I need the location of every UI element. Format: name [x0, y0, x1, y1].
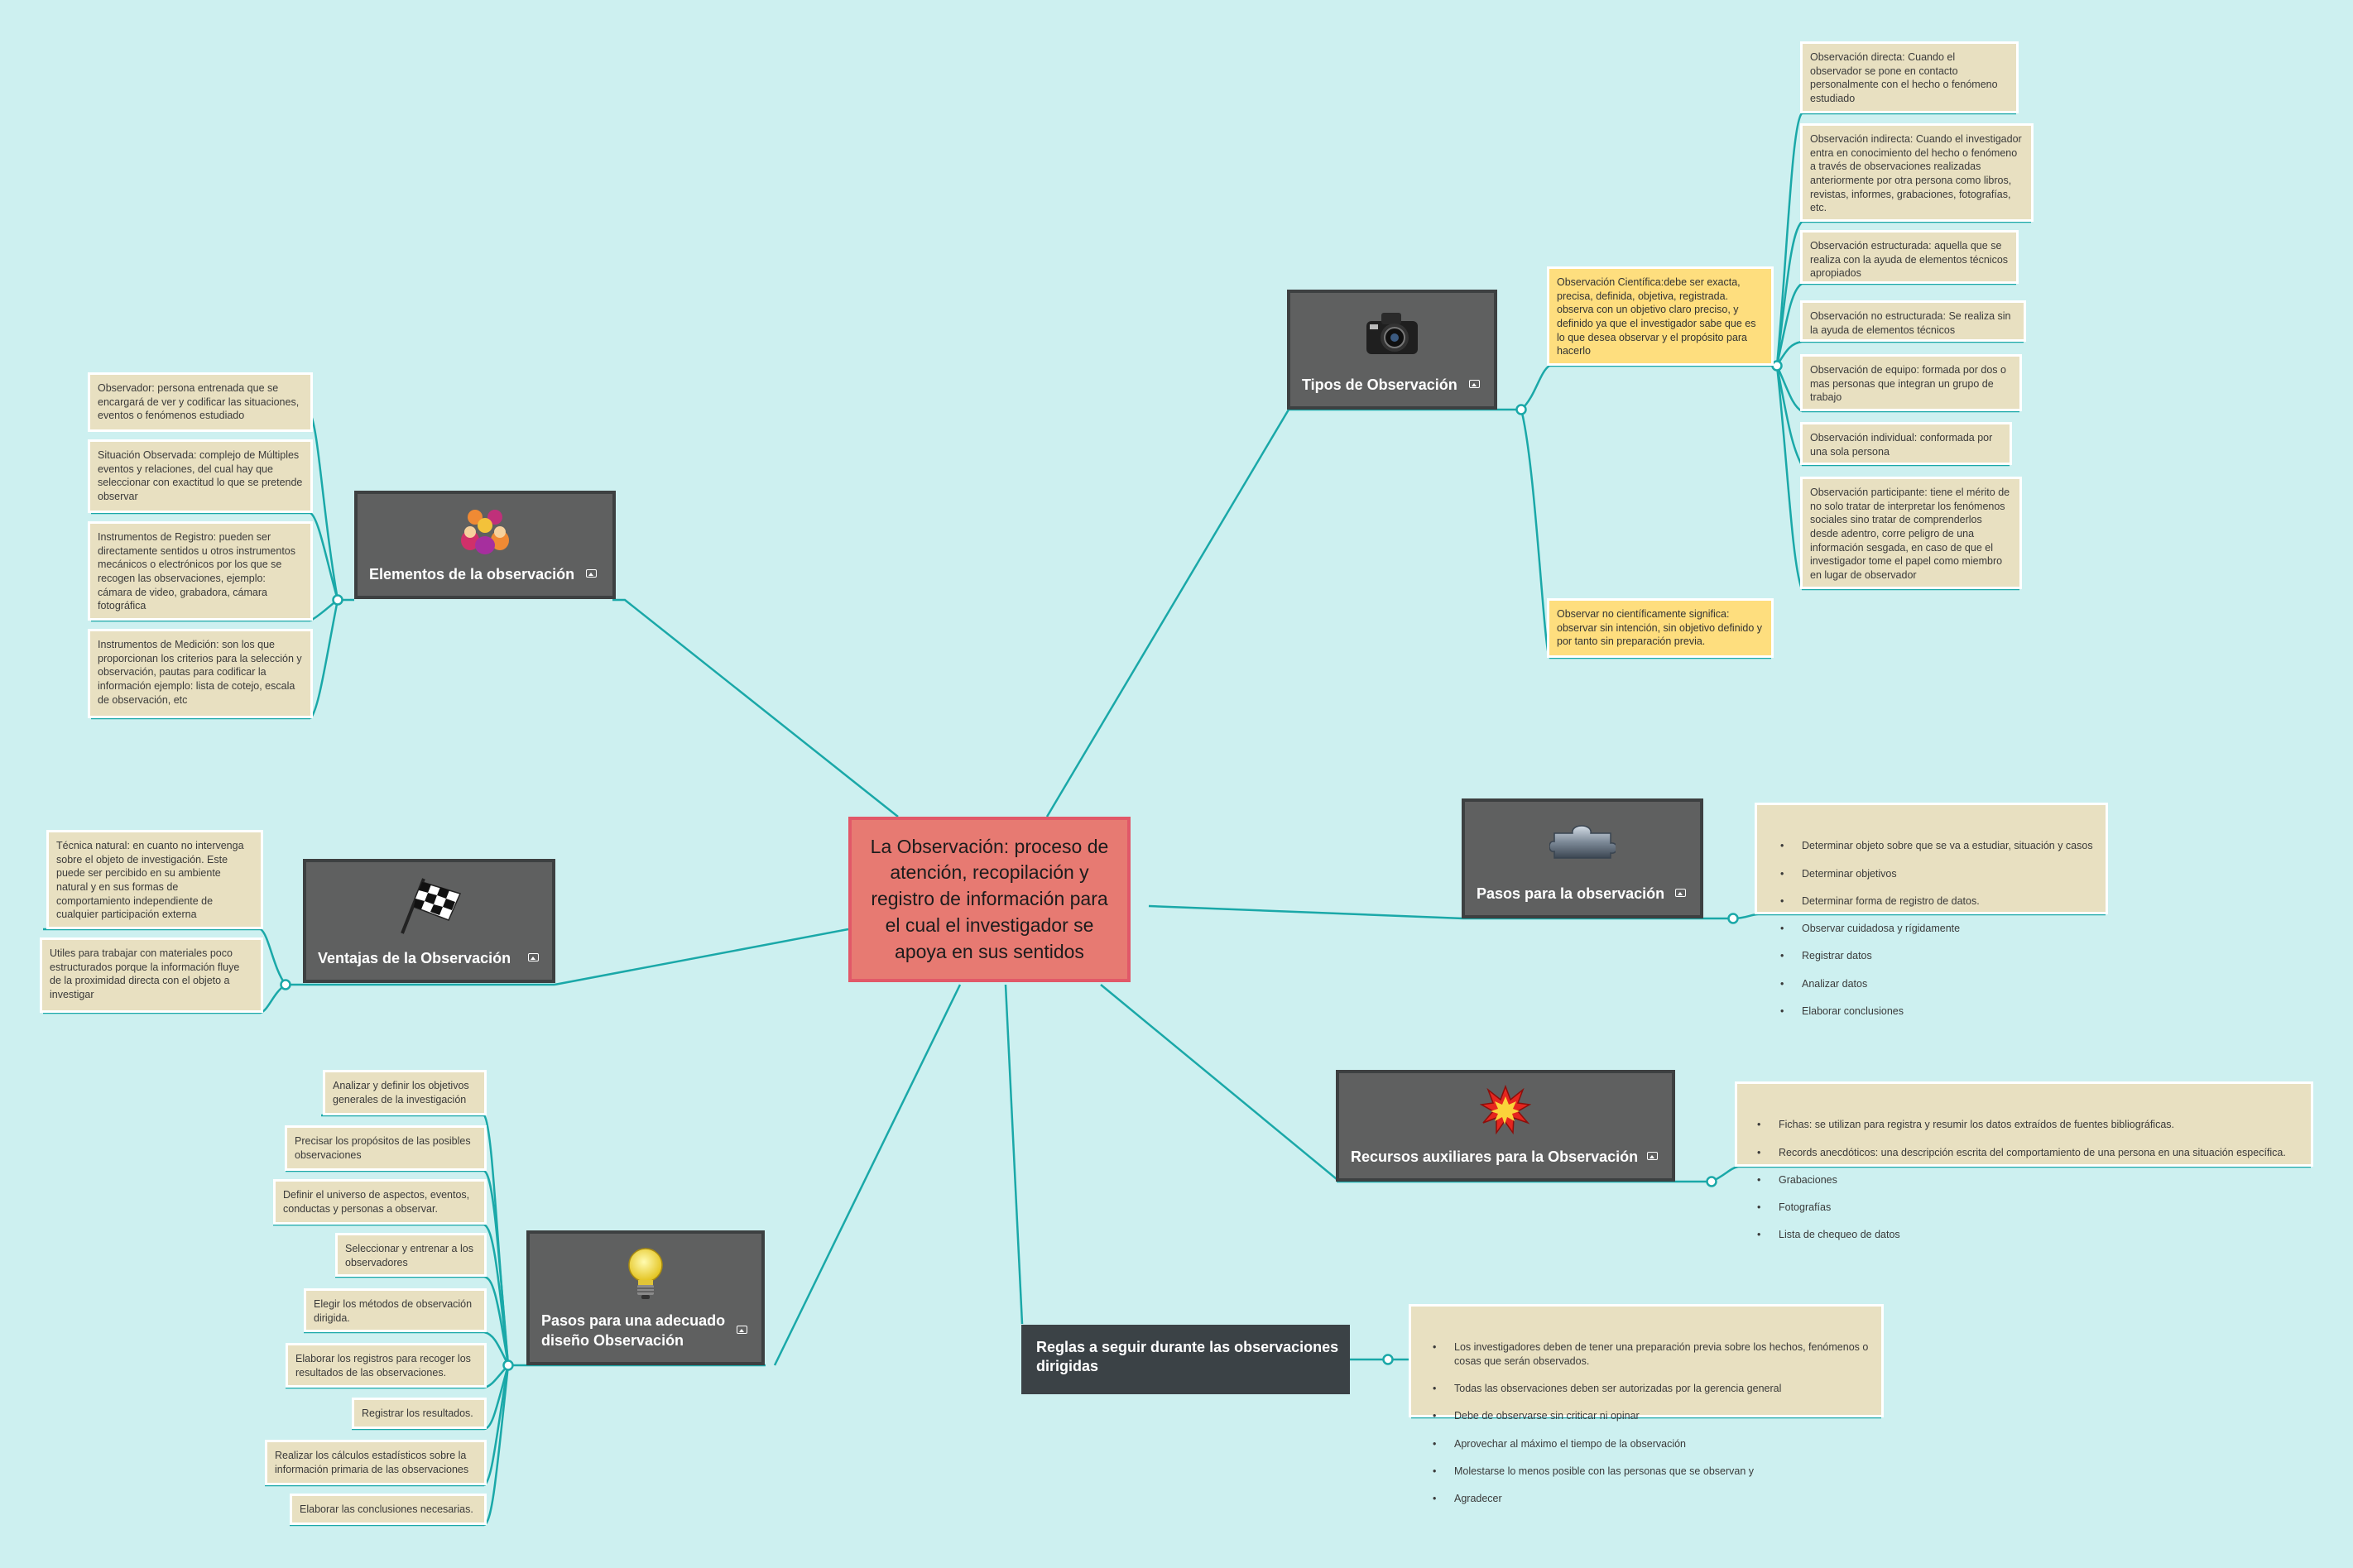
recursos-list: Fichas: se utilizan para registra y resu…	[1754, 1105, 2303, 1256]
branch-pasos-diseno[interactable]: Pasos para una adecuado diseño Observaci…	[526, 1230, 765, 1365]
image-attachment-icon[interactable]	[528, 953, 539, 961]
branch-pasos-observacion[interactable]: Pasos para la observación	[1462, 798, 1703, 918]
image-attachment-icon[interactable]	[1469, 380, 1480, 388]
note-tecnica-natural[interactable]: Técnica natural: en cuanto no intervenga…	[46, 830, 263, 929]
note-observacion-individual[interactable]: Observación individual: conformada por u…	[1800, 422, 2012, 465]
camera-icon	[1361, 304, 1423, 361]
branch-recursos[interactable]: Recursos auxiliares para la Observación	[1336, 1070, 1675, 1182]
image-attachment-icon[interactable]	[586, 569, 597, 578]
note-diseno-paso-2[interactable]: Precisar los propósitos de las posibles …	[285, 1125, 487, 1171]
list-item: Registrar datos	[1780, 949, 2098, 963]
list-item: Lista de chequeo de datos	[1757, 1228, 2303, 1242]
note-observacion-participante[interactable]: Observación participante: tiene el mérit…	[1800, 477, 2022, 589]
list-item: Records anecdóticos: una descripción esc…	[1757, 1146, 2303, 1160]
note-elementos-registro[interactable]: Instrumentos de Registro: pueden ser dir…	[88, 521, 313, 621]
checkered-flag-icon	[394, 875, 465, 937]
list-item: Determinar objeto sobre que se va a estu…	[1780, 839, 2098, 853]
branch-elementos[interactable]: Elementos de la observación	[354, 491, 616, 599]
note-elementos-situacion[interactable]: Situación Observada: complejo de Múltipl…	[88, 439, 313, 513]
branch-label: Pasos para una adecuado diseño Observaci…	[541, 1312, 726, 1349]
reglas-list: Los investigadores deben de tener una pr…	[1429, 1327, 1874, 1520]
list-item: Agradecer	[1433, 1492, 1874, 1506]
note-observacion-indirecta[interactable]: Observación indirecta: Cuando el investi…	[1800, 123, 2034, 222]
branch-label: Pasos para la observación	[1477, 885, 1665, 902]
light-bulb-icon	[622, 1245, 669, 1303]
branch-ventajas[interactable]: Ventajas de la Observación	[303, 859, 555, 983]
note-diseno-paso-8[interactable]: Realizar los cálculos estadísticos sobre…	[265, 1440, 487, 1485]
note-elementos-medicion[interactable]: Instrumentos de Medición: son los que pr…	[88, 629, 313, 718]
note-utiles-materiales[interactable]: Utiles para trabajar con materiales poco…	[40, 937, 263, 1013]
central-topic-text: La Observación: proceso de atención, rec…	[870, 835, 1109, 962]
explosion-icon	[1479, 1084, 1532, 1135]
note-elementos-observador[interactable]: Observador: persona entrenada que se enc…	[88, 372, 313, 432]
branch-tipos[interactable]: Tipos de Observación	[1287, 290, 1497, 410]
branch-label: Recursos auxiliares para la Observación	[1351, 1148, 1639, 1165]
note-observacion-no-cientifica[interactable]: Observar no científicamente significa: o…	[1547, 598, 1774, 658]
list-item: Elaborar conclusiones	[1780, 1005, 2098, 1019]
list-item: Determinar forma de registro de datos.	[1780, 894, 2098, 909]
list-item: Aprovechar al máximo el tiempo de la obs…	[1433, 1437, 1874, 1451]
note-observacion-no-estructurada[interactable]: Observación no estructurada: Se realiza …	[1800, 300, 2026, 342]
list-item: Debe de observarse sin criticar ni opina…	[1433, 1409, 1874, 1423]
list-item: Observar cuidadosa y rígidamente	[1780, 922, 2098, 936]
note-diseno-paso-5[interactable]: Elegir los métodos de observación dirigi…	[304, 1288, 487, 1332]
note-reglas-list[interactable]: Los investigadores deben de tener una pr…	[1409, 1304, 1884, 1505]
note-recursos-list[interactable]: Fichas: se utilizan para registra y resu…	[1735, 1081, 2313, 1242]
note-pasos-observacion-list[interactable]: Determinar objeto sobre que se va a estu…	[1755, 803, 2108, 1018]
branch-reglas[interactable]: Reglas a seguir durante las observacione…	[1021, 1325, 1350, 1394]
note-diseno-paso-1[interactable]: Analizar y definir los objetivos general…	[323, 1070, 487, 1115]
list-item: Determinar objetivos	[1780, 867, 2098, 881]
list-item: Fotografías	[1757, 1201, 2303, 1215]
branch-label: Tipos de Observación	[1302, 376, 1457, 393]
note-observacion-cientifica[interactable]: Observación Científica:debe ser exacta, …	[1547, 266, 1774, 366]
list-item: Grabaciones	[1757, 1173, 2303, 1187]
note-diseno-paso-4[interactable]: Seleccionar y entrenar a los observadore…	[335, 1233, 487, 1277]
image-attachment-icon[interactable]	[1675, 889, 1686, 897]
list-item: Analizar datos	[1780, 977, 2098, 991]
image-attachment-icon[interactable]	[737, 1326, 747, 1334]
list-item: Molestarse lo menos posible con las pers…	[1433, 1465, 1874, 1479]
note-observacion-estructurada[interactable]: Observación estructurada: aquella que se…	[1800, 230, 2019, 284]
note-diseno-paso-9[interactable]: Elaborar las conclusiones necesarias.	[290, 1494, 487, 1525]
note-diseno-paso-7[interactable]: Registrar los resultados.	[352, 1398, 487, 1429]
list-item: Todas las observaciones deben ser autori…	[1433, 1382, 1874, 1396]
branch-label: Elementos de la observación	[369, 565, 575, 583]
steel-puzzle-piece-icon	[1549, 817, 1618, 868]
list-item: Los investigadores deben de tener una pr…	[1433, 1340, 1874, 1368]
note-diseno-paso-6[interactable]: Elaborar los registros para recoger los …	[286, 1343, 487, 1388]
note-diseno-paso-3[interactable]: Definir el universo de aspectos, eventos…	[273, 1179, 487, 1225]
pasos-observacion-list: Determinar objeto sobre que se va a estu…	[1777, 826, 2098, 1032]
branch-label: Reglas a seguir durante las observacione…	[1036, 1339, 1339, 1375]
note-observacion-equipo[interactable]: Observación de equipo: formada por dos o…	[1800, 354, 2022, 411]
people-group-icon	[459, 504, 511, 555]
central-topic[interactable]: La Observación: proceso de atención, rec…	[848, 817, 1131, 982]
branch-label: Ventajas de la Observación	[318, 949, 511, 966]
note-observacion-directa[interactable]: Observación directa: Cuando el observado…	[1800, 41, 2019, 113]
image-attachment-icon[interactable]	[1647, 1152, 1658, 1160]
list-item: Fichas: se utilizan para registra y resu…	[1757, 1118, 2303, 1132]
